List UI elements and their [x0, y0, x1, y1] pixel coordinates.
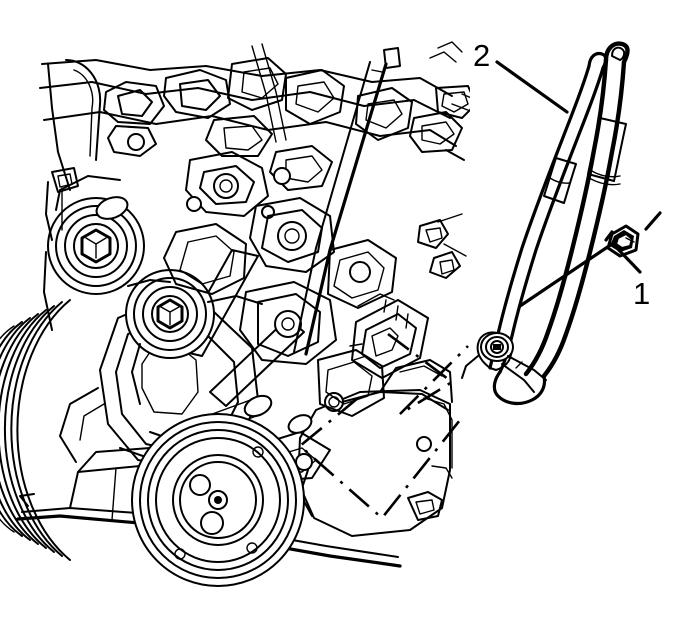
oil-dipstick-tube: [293, 47, 401, 356]
belt-tensioner-pulley: [125, 269, 215, 359]
callout-label-1: 1: [633, 276, 651, 311]
compressor-port-block: [349, 293, 429, 379]
crankshaft-pulley-grooved: [0, 299, 71, 561]
hidden-routing-phantom-line: [297, 332, 469, 520]
callout-1-leader-tick: [644, 211, 662, 231]
upper-harness-lines: [251, 41, 463, 143]
callout-2-leader: [495, 60, 569, 114]
callout-leaders: [495, 60, 662, 308]
callout-1-leader-lower: [518, 242, 614, 308]
idler-pulley: [47, 197, 145, 295]
refrigerant-hose-upper: [523, 41, 630, 379]
engine-front-assembly: [0, 41, 470, 587]
hose-block-fitting: [461, 331, 547, 406]
engine-block-detail: [95, 151, 397, 434]
callout-1-leader-upper: [613, 244, 642, 274]
callout-label-2: 2: [473, 38, 491, 73]
serpentine-belt: [43, 175, 263, 405]
cylinder-head-assembly: [39, 57, 470, 279]
compressor-clutch-pulley: [131, 413, 305, 587]
